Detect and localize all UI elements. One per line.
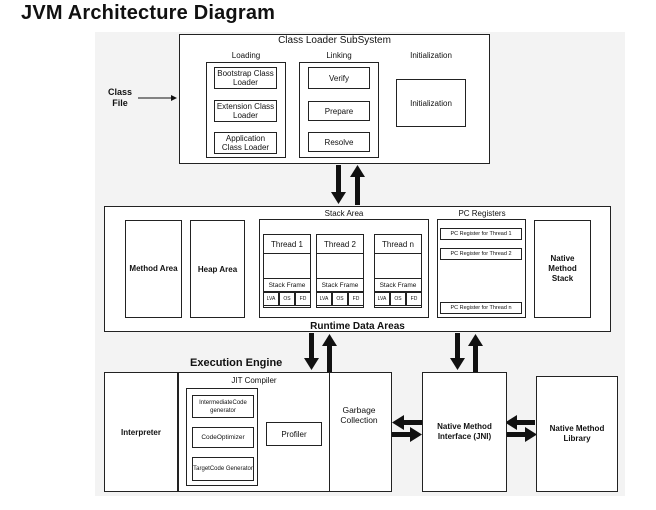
class-file-label: Class File [107, 87, 133, 108]
jit-heading: JIT Compiler [231, 376, 277, 385]
stack-frame: Stack Frame [316, 278, 364, 292]
resolve-box: Resolve [308, 132, 370, 152]
initialization-heading: Initialization [410, 51, 452, 60]
diagram-title: JVM Architecture Diagram [21, 2, 276, 24]
lva-cell: LVA [316, 292, 332, 306]
os-cell: OS [332, 292, 348, 306]
execution-engine-title: Execution Engine [190, 357, 283, 369]
pc-register-thread-n: PC Register for Thread n [440, 302, 522, 314]
interpreter: Interpreter [104, 372, 178, 492]
pc-register-thread-2: PC Register for Thread 2 [440, 248, 522, 260]
prepare-box: Prepare [308, 101, 370, 121]
thread-1-label: Thread 1 [263, 234, 311, 254]
os-cell: OS [279, 292, 295, 306]
native-method-library: Native Method Library [536, 376, 618, 492]
application-class-loader: Application Class Loader [214, 132, 277, 154]
garbage-collection: Garbage Collection [340, 405, 378, 425]
native-method-interface: Native Method Interface (JNI) [422, 372, 507, 492]
thread-n-label: Thread n [374, 234, 422, 254]
os-cell: OS [390, 292, 406, 306]
heap-area: Heap Area [190, 220, 245, 318]
pc-register-thread-1: PC Register for Thread 1 [440, 228, 522, 240]
pc-registers-heading: PC Registers [458, 209, 506, 218]
class-loader-title: Class Loader SubSystem [278, 35, 391, 46]
bootstrap-class-loader: Bootstrap Class Loader [214, 67, 277, 89]
thread-2-label: Thread 2 [316, 234, 364, 254]
intermediate-code-generator: IntermediateCode generator [192, 395, 254, 418]
verify-box: Verify [308, 67, 370, 89]
method-area: Method Area [125, 220, 182, 318]
native-method-stack: Native Method Stack [534, 220, 591, 318]
fd-cell: FD [348, 292, 364, 306]
initialization-box: Initialization [396, 79, 466, 127]
lva-cell: LVA [374, 292, 390, 306]
code-optimizer: CodeOptimizer [192, 427, 254, 448]
runtime-title: Runtime Data Areas [310, 321, 405, 332]
loading-heading: Loading [231, 51, 261, 60]
extension-class-loader: Extension Class Loader [214, 100, 277, 122]
stack-area-heading: Stack Area [324, 209, 364, 218]
target-code-generator: TargetCode Generator [192, 457, 254, 481]
stack-frame: Stack Frame [374, 278, 422, 292]
linking-heading: Linking [326, 51, 352, 60]
fd-cell: FD [406, 292, 422, 306]
lva-cell: LVA [263, 292, 279, 306]
stack-frame: Stack Frame [263, 278, 311, 292]
fd-cell: FD [295, 292, 311, 306]
profiler: Profiler [266, 422, 322, 446]
